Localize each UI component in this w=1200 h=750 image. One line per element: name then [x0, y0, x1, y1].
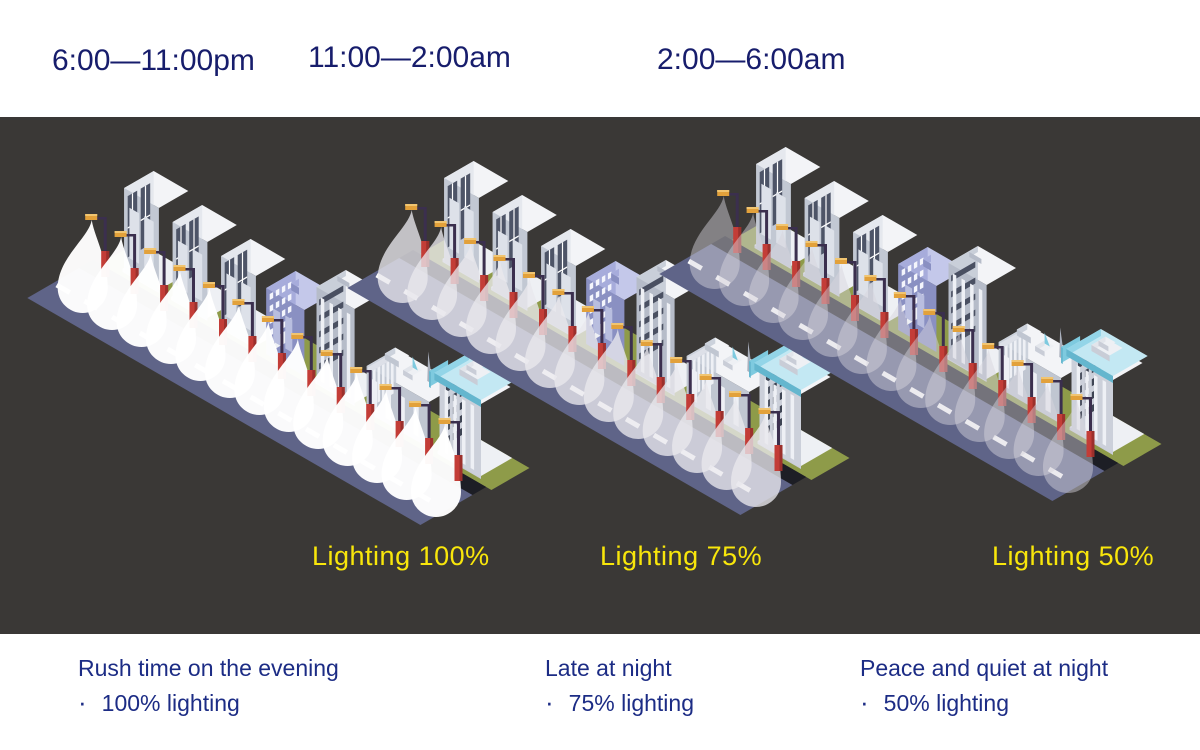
bullet-dot: ·: [78, 687, 87, 717]
lighting-label-50: Lighting 50%: [992, 541, 1155, 571]
caption-title: Rush time on the evening: [78, 655, 339, 681]
time-label-latenight: 2:00—6:00am: [657, 43, 846, 76]
scene-50: [659, 147, 1162, 501]
caption-detail: 75% lighting: [568, 690, 694, 716]
lighting-label-100: Lighting 100%: [312, 541, 490, 571]
time-label-midnight: 11:00—2:00am: [308, 41, 511, 74]
city-panel: Lighting 100% Lighting 75% Lighting 50%: [0, 117, 1200, 634]
city-illustration: [27, 147, 1162, 525]
lighting-label-75: Lighting 75%: [600, 541, 763, 571]
scene-100: [27, 171, 530, 525]
caption-midnight: Late at night · 75% lighting: [545, 651, 694, 720]
bullet-dot: ·: [860, 687, 869, 717]
caption-detail: 50% lighting: [883, 690, 1009, 716]
caption-evening: Rush time on the evening · 100% lighting: [78, 651, 339, 720]
time-label-evening: 6:00—11:00pm: [52, 44, 255, 77]
caption-detail: 100% lighting: [101, 690, 240, 716]
caption-title: Late at night: [545, 655, 672, 681]
scene-75: [347, 161, 850, 515]
caption-latenight: Peace and quiet at night · 50% lighting: [860, 651, 1108, 720]
bullet-dot: ·: [545, 687, 554, 717]
caption-title: Peace and quiet at night: [860, 655, 1109, 681]
